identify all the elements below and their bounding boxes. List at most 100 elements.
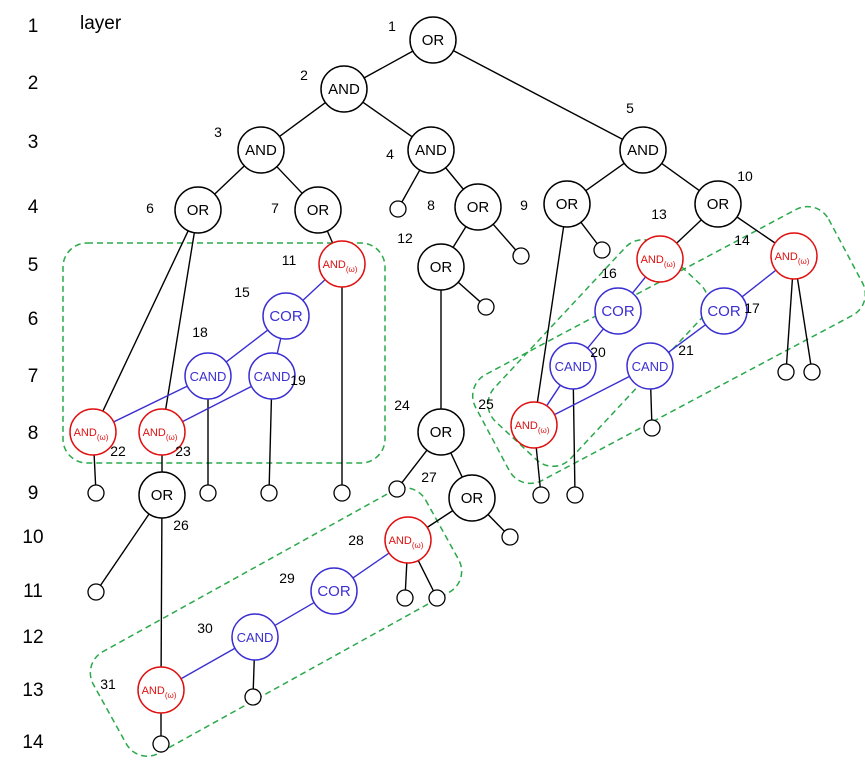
node-circle [237,126,285,174]
edge-5-9 [585,162,625,192]
edge-16-20 [587,328,604,349]
node-circle [417,408,465,456]
node-label: OR [461,490,484,507]
layer-label: 10 [22,527,43,548]
edge-14-l14a [785,278,794,365]
node-circle [248,352,296,400]
layer-label: 1 [28,16,39,37]
node-number: 6 [146,200,154,216]
node-11: AND(ω)11 [282,240,366,288]
edge-7-11 [326,230,334,244]
leaf-node [566,486,584,504]
node-circle [69,408,117,456]
edge-21-l21a [650,388,653,421]
edge-25-l25a [535,447,541,488]
node-circle [636,235,684,283]
node-number: 18 [192,324,208,340]
edge-28-l28a [404,562,408,591]
leaf-node [428,589,446,607]
edge-14-l14b [796,278,812,365]
edge-1-5 [453,50,623,140]
node-label: CAND [190,369,227,384]
node-circle [174,186,222,234]
node-label: AND [328,81,360,98]
node-label: OR [556,196,579,213]
node-number: 9 [520,197,528,213]
node-number: 7 [271,200,279,216]
node-circle [510,401,558,449]
node-number: 13 [651,206,667,222]
node-number: 26 [173,517,189,533]
node-circle [138,471,186,519]
layer-label: 2 [28,73,39,94]
layer-label: 3 [28,132,39,153]
layer-label: 14 [22,732,44,753]
node-28: AND(ω)28 [348,516,432,564]
node-number: 31 [100,676,116,692]
edge-14-17 [741,269,777,298]
node-circle [409,16,457,64]
node-circle [448,474,496,522]
node-label: COR [601,303,635,320]
node-number: 25 [478,396,494,412]
node-7: OR7 [271,186,342,234]
group-box-28-31 [89,487,463,757]
node-number: 20 [590,344,606,360]
node-circle [184,352,232,400]
edge-2-4 [362,101,413,138]
edge-6-22 [102,230,189,412]
node-number: 8 [427,197,435,213]
leaves [87,200,821,753]
layer-label: 12 [22,627,43,648]
node-circle [700,287,748,335]
node-circle [454,183,502,231]
edge-26-31 [160,517,163,668]
node-circle [594,287,642,335]
node-label: COR [269,308,303,325]
edge-29-30 [274,601,315,627]
edge-8-l8a [492,223,517,251]
edge-20-25 [546,384,561,407]
node-9: OR 9 [520,180,591,228]
node-label: CAND [254,369,291,384]
leaf-node [803,363,821,381]
node-label: CAND [237,630,274,645]
layer-title: layer [80,13,122,34]
node-circle [694,180,742,228]
layer-label: 13 [22,680,43,701]
node-30: CAND 30 [197,613,279,661]
edge-12-l12a [457,281,481,303]
node-label: OR [430,424,453,441]
layer-label: 9 [28,483,39,504]
edge-2-3 [279,102,326,137]
node-circle [770,232,818,280]
node-circle [138,408,186,456]
node-number: 29 [279,570,295,586]
edge-10-14 [736,216,776,244]
node-6: OR6 [146,186,222,234]
edge-30-31 [180,647,236,680]
edge-13-16 [631,276,647,294]
node-circle [619,126,667,174]
node-8: OR8 [427,183,502,231]
leaf-node [199,484,217,502]
edge-9-25 [536,226,565,403]
layer-label: 5 [28,255,39,276]
edge-9-l9a [580,221,598,245]
node-circle [137,666,185,714]
layer-label: 4 [28,197,39,218]
node-number: 21 [678,342,694,358]
edge-15-19 [276,338,282,354]
node-circle [549,342,597,390]
edge-17-21 [668,324,706,353]
node-number: 30 [197,620,213,636]
